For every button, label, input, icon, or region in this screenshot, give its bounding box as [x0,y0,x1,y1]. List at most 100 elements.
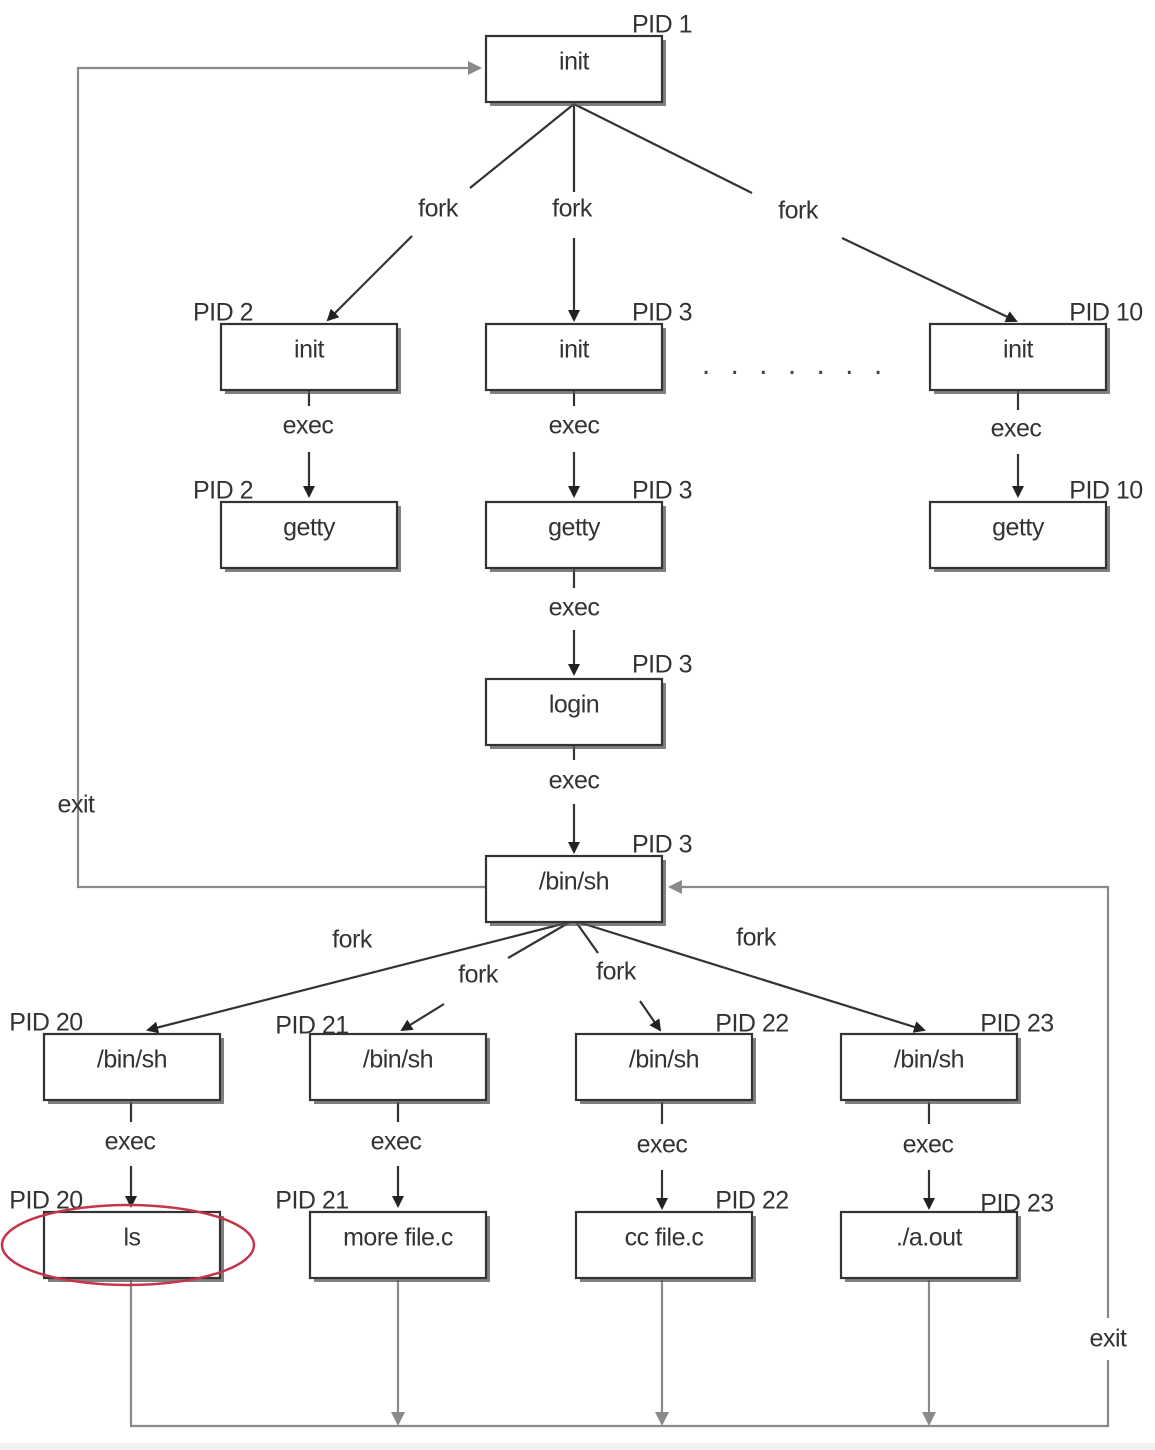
edge-labels: fork fork fork exec exec exec exec exec … [58,195,1128,1353]
process-node-init2: init PID 2 [193,299,401,394]
node-box [308,1032,488,1102]
label-exec: exec [637,1131,688,1159]
node-box [928,500,1108,570]
fork-edges-init [326,103,1018,323]
process-node-init1: init PID 1 [484,11,693,106]
pid-label: PID 3 [632,831,692,859]
node-box [574,1210,754,1280]
label-exec: exec [371,1128,422,1156]
edge-exit-to-sh [668,880,1110,1318]
node-label: more file.c [343,1224,453,1252]
node-box [484,322,664,392]
exec-edges-lower [125,1102,935,1210]
label-fork: fork [736,924,777,952]
fork-edges-shell [146,920,926,1034]
edge-init-to-init10-a [573,103,753,194]
pid-label: PID 3 [632,477,692,505]
process-node-sh22: /bin/sh PID 22 [574,1010,789,1104]
node-label: init [294,336,325,364]
node-box [219,322,399,392]
node-label: cc file.c [625,1224,704,1252]
pid-label: PID 23 [980,1190,1053,1218]
node-label: init [559,336,590,364]
pid-label: PID 1 [632,11,692,39]
node-label: init [559,48,590,76]
bottom-strip [0,1443,1155,1450]
node-box [484,677,664,747]
edge-children-exit-bus [129,1280,1110,1428]
pid-label: PID 3 [632,299,692,327]
label-exec: exec [105,1128,156,1156]
edge-init-to-init10-b [841,237,1018,323]
edge-sh-to-sh22-a [575,921,599,954]
label-exec: exec [283,412,334,440]
node-label: ./a.out [896,1224,963,1252]
process-node-getty2: getty PID 2 [193,477,401,572]
label-exec: exec [991,415,1042,443]
node-box [308,1210,488,1280]
edge-sh-to-sh22-b [639,1000,662,1032]
edge-sh-to-sh21-a [507,921,571,959]
label-exit: exit [1090,1325,1127,1353]
label-exec: exec [903,1131,954,1159]
node-box [484,34,664,104]
node-box [928,322,1108,392]
node-box [219,500,399,570]
node-box [574,1032,754,1102]
node-label: /bin/sh [894,1046,964,1074]
edge-sh-exit-to-init [76,61,486,889]
pid-label: PID 10 [1069,299,1142,327]
process-node-aout23: ./a.out PID 23 [839,1190,1054,1282]
process-node-getty3: getty PID 3 [484,477,693,572]
label-fork: fork [552,195,593,223]
pid-label: PID 2 [193,477,253,505]
node-box [839,1032,1019,1102]
pid-label: PID 21 [275,1012,348,1040]
label-fork: fork [458,961,499,989]
pid-label: PID 20 [9,1009,82,1037]
node-label: ls [123,1224,140,1252]
node-box [484,500,664,570]
process-node-cc22: cc file.c PID 22 [574,1187,789,1282]
pid-label: PID 22 [715,1010,788,1038]
node-box [42,1210,222,1280]
pid-label: PID 3 [632,651,692,679]
more-processes-ellipsis: . . . . . . . [702,348,888,381]
label-fork: fork [418,195,459,223]
label-fork: fork [596,958,637,986]
process-node-getty10: getty PID 10 [928,477,1143,572]
node-box [839,1210,1019,1280]
pid-label: PID 22 [715,1187,788,1215]
edge-sh-to-sh23 [577,920,926,1033]
label-fork: fork [778,197,819,225]
pid-label: PID 2 [193,299,253,327]
node-label: getty [283,514,336,542]
label-exec: exec [549,412,600,440]
node-label: getty [992,514,1045,542]
edge-sh-to-sh20 [146,920,571,1034]
node-box [484,854,664,924]
edge-init-to-init2-b [326,235,413,322]
node-label: init [1003,336,1034,364]
edge-init-to-init2-a [469,103,575,189]
process-node-ls20: ls PID 20 [9,1187,224,1282]
node-label: getty [548,514,601,542]
node-label: /bin/sh [539,868,609,896]
pid-label: PID 10 [1069,477,1142,505]
label-exec: exec [549,594,600,622]
node-label: /bin/sh [629,1046,699,1074]
process-node-init10: init PID 10 [928,299,1143,394]
exec-edges-upper [303,390,1024,854]
node-label: /bin/sh [97,1046,167,1074]
edge-sh-to-sh21-b [400,1003,445,1032]
label-exit: exit [58,791,95,819]
label-exec: exec [549,767,600,795]
process-node-sh3: /bin/sh PID 3 [484,831,693,926]
pid-label: PID 20 [9,1187,82,1215]
